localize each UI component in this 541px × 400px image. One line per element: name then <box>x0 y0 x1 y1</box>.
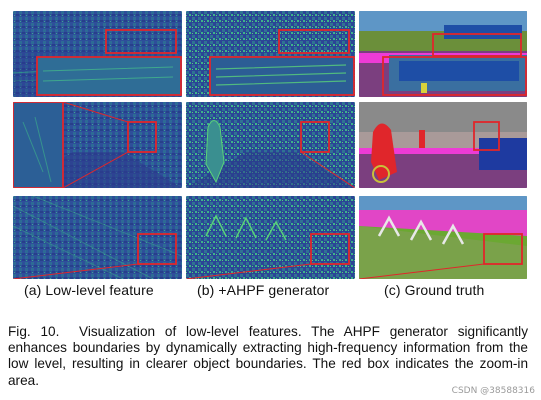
column-label-ground-truth: (c) Ground truth <box>384 282 485 298</box>
panel-row3-low-level <box>13 196 182 279</box>
watermark-text: CSDN @38588316 <box>451 386 535 396</box>
panel-row2-low-level <box>13 102 182 188</box>
caption-text: Visualization of low-level features. The… <box>8 324 528 388</box>
panel-row2-ground-truth <box>359 102 527 188</box>
figure-caption: Fig. 10. Visualization of low-level feat… <box>8 324 528 389</box>
panel-row1-ahpf <box>186 11 355 97</box>
column-label-low-level: (a) Low-level feature <box>24 282 154 298</box>
panel-row3-ground-truth <box>359 196 527 279</box>
column-label-ahpf: (b) +AHPF generator <box>197 282 330 298</box>
panel-row1-ground-truth <box>359 11 527 97</box>
panel-row2-ahpf <box>186 102 355 188</box>
panel-row1-low-level <box>13 11 182 97</box>
caption-label: Fig. 10. <box>8 324 60 339</box>
panel-row3-ahpf <box>186 196 355 279</box>
